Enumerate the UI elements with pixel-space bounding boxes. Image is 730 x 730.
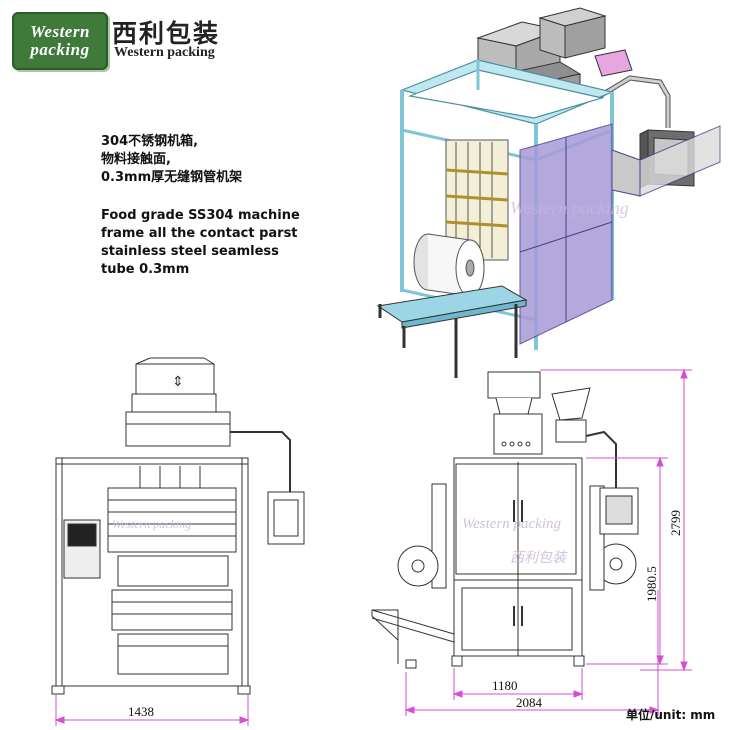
brand-name-english: Western packing (114, 45, 215, 60)
dim-side-total-width: 2084 (516, 695, 543, 710)
western-packing-logo: Western packing (12, 12, 108, 70)
dim-side-inner-width: 1180 (492, 678, 518, 693)
front-watermark: Western packing (112, 517, 191, 531)
iso-cabinet (519, 123, 721, 345)
description-english: Food grade SS304 machine frame all the c… (101, 207, 300, 279)
side-view-drawing: Western packing 西利包装 (371, 371, 639, 669)
iso-conveyor (376, 285, 528, 378)
description-chinese: 304不锈钢机箱, 物料接触面, 0.3mm厚无缝钢管机架 (101, 133, 242, 187)
desc-cn-line: 304不锈钢机箱, (101, 134, 199, 149)
logo-line-2: packing (30, 40, 90, 59)
side-dimensions (404, 368, 692, 716)
brand-name-chinese: 西利包装 (112, 19, 221, 48)
iso-film-roll (413, 233, 485, 297)
iso-pink-doser (594, 49, 633, 77)
desc-en-line: frame all the contact parst (101, 226, 298, 241)
dim-side-body-height: 1980.5 (644, 566, 659, 602)
dim-side-total-height: 2799 (668, 510, 683, 536)
logo-line-1: Western (30, 22, 90, 42)
dim-front-width: 1438 (128, 704, 154, 719)
desc-en-line: stainless steel seamless (101, 244, 279, 259)
desc-en-line: tube 0.3mm (101, 262, 190, 277)
hopper-arrow-icon: ⇕ (172, 373, 184, 389)
unit-label: 单位/unit: mm (626, 708, 716, 722)
desc-cn-line: 物料接触面, (101, 152, 171, 167)
iso-watermark: Western packing (510, 198, 629, 218)
front-width-dimension (54, 694, 250, 726)
side-watermark-cn: 西利包装 (510, 550, 568, 566)
desc-en-line: Food grade SS304 machine (101, 208, 300, 223)
desc-cn-line: 0.3mm厚无缝钢管机架 (101, 170, 243, 185)
side-watermark-en: Western packing (462, 516, 562, 532)
isometric-machine-view: Western packing (376, 7, 721, 378)
front-view-drawing: ⇕ (51, 357, 305, 695)
